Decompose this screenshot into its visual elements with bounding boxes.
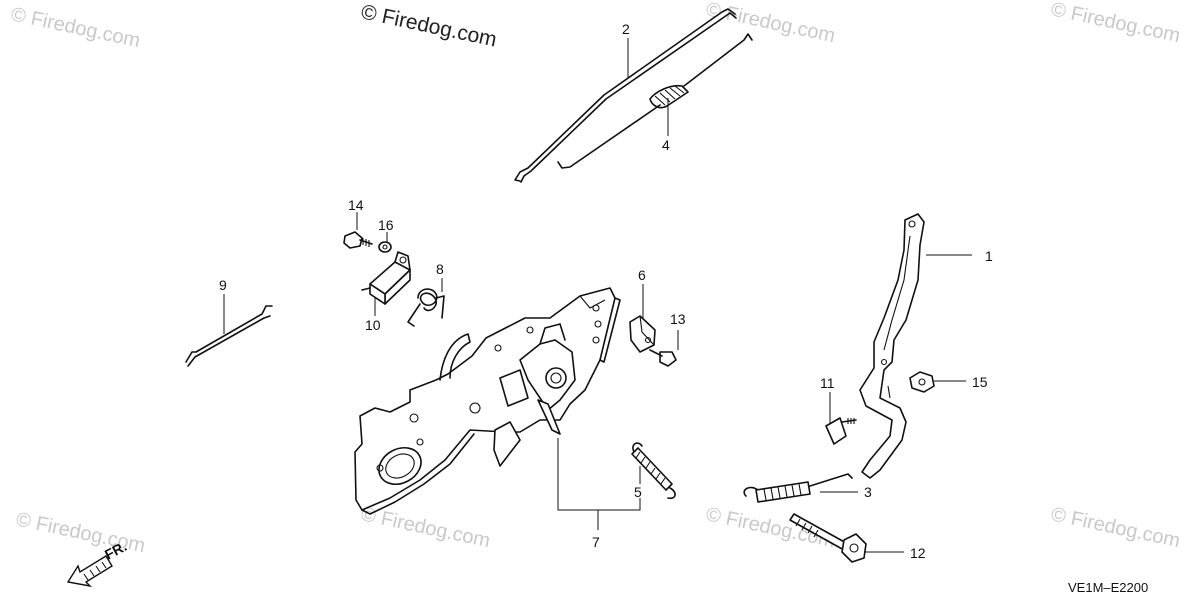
watermark-top-left: © Firedog.com: [9, 3, 142, 52]
part-3-spring[interactable]: [743, 473, 853, 503]
callout-2[interactable]: 2: [622, 21, 630, 37]
part-5-spring[interactable]: [631, 442, 676, 500]
callout-1[interactable]: 1: [985, 248, 993, 264]
callout-7[interactable]: 7: [592, 534, 600, 550]
watermark-main: © Firedog.com: [359, 0, 499, 51]
part-16-washer[interactable]: [378, 241, 392, 253]
watermark-bottom-center-left: © Firedog.com: [359, 503, 492, 552]
callout-11[interactable]: 11: [820, 375, 835, 391]
callout-14[interactable]: 14: [348, 197, 364, 213]
part-15-nut[interactable]: [909, 371, 935, 393]
watermark-top-right: © Firedog.com: [1049, 0, 1182, 47]
part-12-bolt[interactable]: [789, 513, 867, 563]
callout-9[interactable]: 9: [219, 277, 227, 293]
callout-10[interactable]: 10: [365, 317, 381, 333]
part-14-bolt[interactable]: [343, 231, 373, 249]
part-7-control-base[interactable]: [354, 287, 621, 515]
callout-4[interactable]: 4: [662, 137, 670, 153]
part-1-lever[interactable]: [859, 213, 925, 479]
callout-6[interactable]: 6: [638, 267, 646, 283]
leader-lines: [223, 38, 972, 553]
part-8-torsion-spring[interactable]: [407, 288, 445, 327]
part-10-switch[interactable]: [361, 251, 411, 305]
part-2-throttle-rod[interactable]: [514, 8, 737, 183]
watermark-bottom-right: © Firedog.com: [1049, 503, 1182, 552]
callout-3[interactable]: 3: [864, 484, 872, 500]
callout-5[interactable]: 5: [634, 484, 642, 500]
part-6-clip[interactable]: [629, 315, 656, 353]
diagram-code: VE1M–E2200: [1068, 580, 1148, 595]
callout-13[interactable]: 13: [670, 311, 686, 327]
watermark-top-center: © Firedog.com: [704, 0, 837, 47]
callout-16[interactable]: 16: [378, 217, 394, 233]
callout-12[interactable]: 12: [910, 545, 926, 561]
part-11-clip[interactable]: [825, 417, 857, 445]
callout-numbers: 1 2 3 4 5 6 7 8 9 10 11 12 13 14 15 16: [219, 21, 993, 561]
part-4-spring-rod[interactable]: [557, 33, 753, 169]
callout-8[interactable]: 8: [436, 261, 444, 277]
callout-15[interactable]: 15: [972, 374, 988, 390]
front-arrow-icon: [66, 555, 113, 588]
part-13-screw[interactable]: [649, 349, 677, 367]
part-9-rod[interactable]: [185, 305, 273, 367]
front-arrow-hatching: [83, 561, 107, 581]
faint-watermarks: © Firedog.com © Firedog.com © Firedog.co…: [9, 0, 1182, 557]
